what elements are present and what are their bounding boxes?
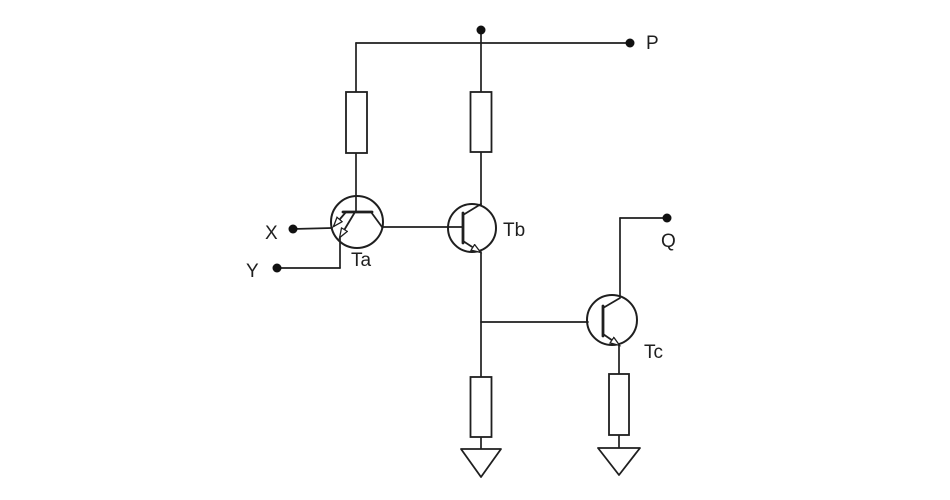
terminal-q-label: Q xyxy=(661,231,676,252)
ground-group xyxy=(460,447,641,478)
resistor-bottom-left xyxy=(469,376,493,438)
terminal-x-dot xyxy=(288,224,298,234)
transistor-ta-collector xyxy=(370,211,383,228)
transistor-tb-label: Tb xyxy=(503,220,525,241)
transistor-tb-collector xyxy=(462,203,482,216)
terminal-dot-group xyxy=(272,25,672,273)
transistor-tb-emitter xyxy=(462,240,480,252)
terminal-p-dot xyxy=(625,38,635,48)
wire-group xyxy=(276,29,668,450)
transistor-tc xyxy=(586,294,638,345)
terminal-y-dot xyxy=(272,263,282,273)
resistor-bottom-right xyxy=(608,373,630,436)
terminal-q-dot xyxy=(662,213,672,223)
ground-symbol-left xyxy=(460,448,502,478)
transistor-tc-label: Tc xyxy=(644,342,663,363)
transistor-ta-label: Ta xyxy=(351,250,372,271)
resistor-top-left xyxy=(345,91,368,154)
resistor-top-right xyxy=(469,91,493,153)
transistor-tc-emitter xyxy=(602,333,619,345)
terminal-p-label: P xyxy=(646,33,659,54)
ground-symbol-right xyxy=(597,447,641,476)
wire-input-x-to-ta-emitter1 xyxy=(292,227,333,230)
transistor-tb xyxy=(447,203,497,253)
resistor-group xyxy=(345,91,630,438)
transistor-tb-body xyxy=(447,203,497,253)
input-y-label: Y xyxy=(246,261,259,282)
transistor-ta-emitter1 xyxy=(334,211,347,226)
transistor-tc-collector xyxy=(602,297,621,309)
transistor-ta-emitter2 xyxy=(340,211,356,237)
supply-node-dot xyxy=(476,25,486,35)
label-group: P Q X Y Ta Tb Tc xyxy=(246,33,676,363)
transistor-ta-body xyxy=(330,195,384,249)
input-x-label: X xyxy=(265,223,278,244)
transistor-ta xyxy=(330,195,384,249)
